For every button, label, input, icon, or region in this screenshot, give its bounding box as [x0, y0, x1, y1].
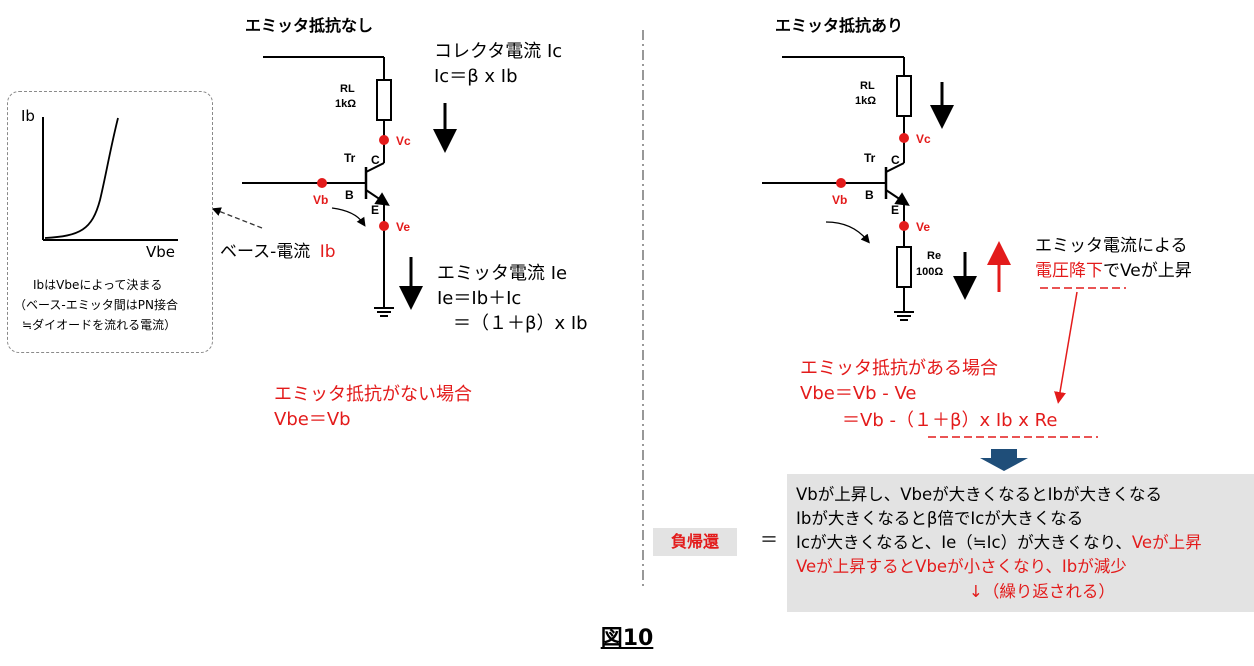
ve-node-left: [379, 221, 389, 231]
feedback-line-3: Icが大きくなると、Ie（≒Ic）が大きくなり、Veが上昇: [796, 532, 1202, 554]
left-tr-label: Tr: [344, 151, 356, 165]
left-ic-formula: Ic＝β x Ib: [434, 66, 518, 87]
left-no-re-formula: Vbe＝Vb: [274, 409, 351, 430]
left-vc-label: Vc: [396, 134, 411, 148]
right-case-formula-2: ＝Vb -（１＋β）x Ib x Re: [842, 410, 1058, 431]
right-case-formula-1: Vbe＝Vb - Ve: [800, 383, 917, 404]
left-ie-formula-2: ＝（１＋β）x Ib: [453, 313, 588, 334]
re-resistor: [896, 246, 912, 288]
negative-feedback-label: 負帰還: [653, 528, 737, 556]
right-pin-e: E: [891, 203, 900, 217]
left-ic-title: コレクタ電流 Ic: [434, 41, 563, 62]
right-pin-b: B: [865, 188, 874, 202]
rl-resistor-right: [896, 75, 912, 117]
left-base-current-label: ベース-電流 Ib: [220, 241, 336, 263]
left-ie-title: エミッタ電流 Ie: [437, 263, 568, 284]
inset-note-1: IbはVbeによって決まる: [33, 278, 163, 292]
result-down-arrow: [980, 449, 1028, 471]
right-vb-label: Vb: [832, 193, 848, 207]
right-vc-label: Vc: [916, 132, 931, 146]
ib-vbe-graph: [42, 117, 178, 241]
base-current-curve-arrow-right: [825, 221, 870, 244]
base-current-symbol: Ib: [319, 242, 336, 262]
inset-note-3: ≒ダイオードを流れる電流）: [22, 318, 177, 332]
vc-node-left: [379, 135, 389, 145]
inset-note-2: （ベース-エミッタ間はPN接合: [14, 298, 178, 312]
right-case-title: エミッタ抵抗がある場合: [800, 358, 998, 379]
vb-node-right: [836, 178, 846, 188]
right-rl-name: RL: [860, 80, 875, 92]
ve-node-right: [899, 221, 909, 231]
left-title: エミッタ抵抗なし: [245, 16, 374, 35]
feedback-line-2: Ibが大きくなるとβ倍でIcが大きくなる: [796, 509, 1084, 528]
right-drop-line-1: エミッタ電流による: [1035, 236, 1188, 256]
right-re-name: Re: [927, 250, 942, 262]
base-current-text: ベース-電流: [220, 242, 311, 262]
inset-panel: [7, 91, 213, 353]
left-rl-name: RL: [340, 83, 355, 95]
feedback-line-4: Veが上昇するとVbeが小さくなり、Ibが減少: [796, 557, 1127, 576]
right-re-value: 100Ω: [916, 266, 944, 278]
left-rl-value: 1kΩ: [335, 98, 357, 110]
figure-label: 図10: [600, 626, 654, 651]
base-current-curve-arrow-left: [331, 207, 366, 227]
feedback-line-1: Vbが上昇し、Vbeが大きくなるとIbが大きくなる: [796, 485, 1163, 504]
left-no-re-case: エミッタ抵抗がない場合: [274, 384, 472, 405]
ve-rise-text: でVeが上昇: [1103, 261, 1192, 281]
feedback-line-3-highlight: Veが上昇: [1131, 533, 1202, 552]
feedback-box: [787, 474, 1254, 612]
feedback-line-5: ↓（繰り返される）: [969, 582, 1115, 601]
right-pin-c: C: [891, 153, 900, 167]
left-pin-c: C: [371, 153, 380, 167]
voltage-drop-text: 電圧降下: [1035, 261, 1103, 281]
feedback-line-3-text: Icが大きくなると、Ie（≒Ic）が大きくなり、: [796, 533, 1132, 552]
diode-curve: [44, 117, 119, 239]
left-vb-label: Vb: [313, 193, 329, 207]
rl-resistor-left: [376, 79, 392, 121]
vb-node-left: [317, 178, 327, 188]
feedback-equals: ＝: [760, 530, 778, 551]
right-tr-label: Tr: [864, 151, 876, 165]
right-title: エミッタ抵抗あり: [775, 16, 904, 35]
drop-connector-arrow: [1054, 291, 1078, 404]
left-pin-b: B: [345, 188, 354, 202]
left-ve-label: Ve: [396, 220, 411, 234]
inset-y-label: Ib: [21, 107, 35, 125]
right-ve-label: Ve: [916, 220, 931, 234]
left-pin-e: E: [371, 203, 380, 217]
left-circuit: [242, 56, 394, 317]
inset-x-label: Vbe: [146, 243, 176, 261]
inset-pointer-arrow: [211, 207, 263, 229]
vc-node-right: [899, 133, 909, 143]
right-rl-value: 1kΩ: [855, 95, 877, 107]
right-drop-line-2: 電圧降下でVeが上昇: [1035, 260, 1192, 282]
right-circuit: [762, 56, 914, 321]
left-ie-formula-1: Ie＝Ib＋Ic: [437, 288, 522, 309]
